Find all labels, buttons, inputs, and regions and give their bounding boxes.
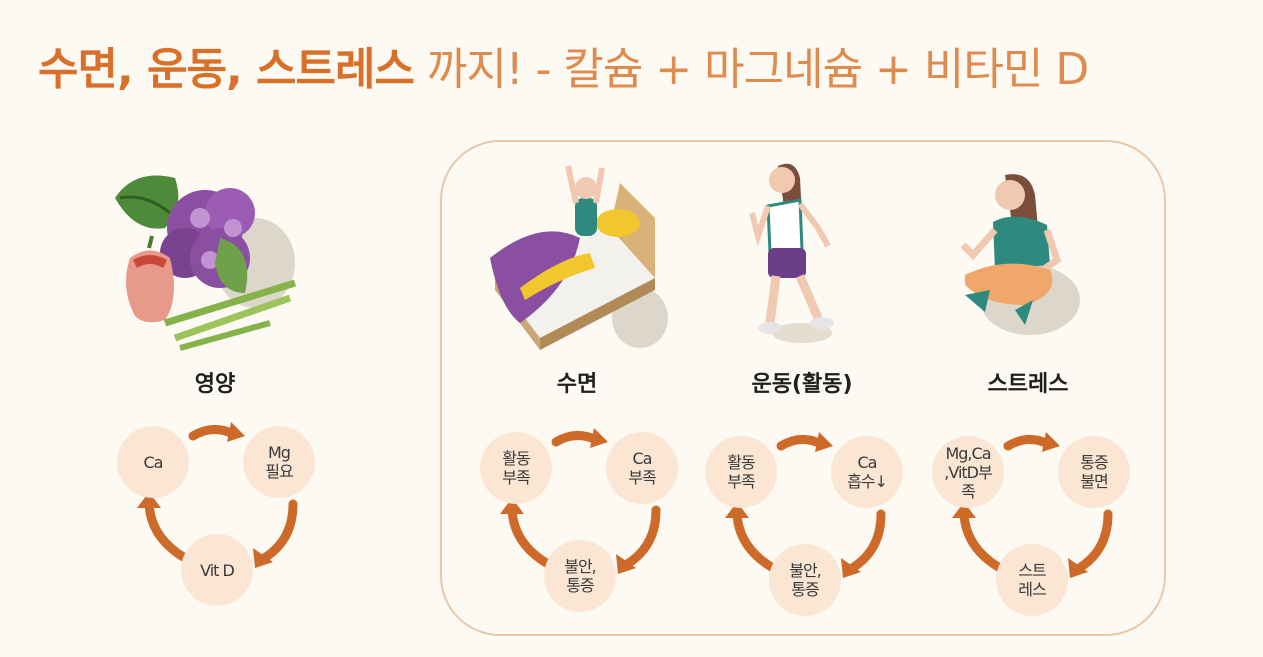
cycle-node: Mg,Ca ,VitD부 족 xyxy=(932,436,1004,508)
cycle-arrows xyxy=(500,428,661,574)
cycle-stress: Mg,Ca ,VitD부 족 통증 불면 스트 레스 xyxy=(930,422,1130,622)
cycle-node: 통증 불면 xyxy=(1058,436,1130,508)
cycle-node: Ca 흡수↓ xyxy=(831,436,903,508)
cycle-nutrition: Ca Mg 필요 Vit D xyxy=(115,412,315,612)
page-title: 수면, 운동, 스트레스 까지! - 칼슘 + 마그네슘 + 비타민 D xyxy=(38,40,1089,100)
cycle-node: Vit D xyxy=(181,534,253,606)
cycle-node: Ca 부족 xyxy=(606,432,678,504)
title-bold: 수면, 운동, 스트레스 xyxy=(38,44,415,95)
title-light: 까지! - 칼슘 + 마그네슘 + 비타민 D xyxy=(426,44,1089,95)
cycle-node: 불안, 통증 xyxy=(544,540,616,612)
cycle-node: 스트 레스 xyxy=(996,544,1068,616)
cycle-arrows xyxy=(137,422,298,568)
cycle-node: 활동 부족 xyxy=(480,432,552,504)
cycle-node: Ca xyxy=(117,426,189,498)
cycle-sleep: 활동 부족 Ca 부족 불안, 통증 xyxy=(478,418,678,618)
sleep-illustration xyxy=(490,165,668,350)
section-label-stress: 스트레스 xyxy=(987,372,1069,397)
meditation-illustration xyxy=(960,174,1080,335)
cycle-exercise: 활동 부족 Ca 흡수↓ 불안, 통증 xyxy=(703,422,903,622)
cycle-node: 불안, 통증 xyxy=(769,544,841,616)
section-label-nutrition: 영양 xyxy=(194,372,236,397)
vegetables-illustration xyxy=(115,175,297,351)
section-label-exercise: 운동(활동) xyxy=(751,372,853,397)
section-label-sleep: 수면 xyxy=(556,372,598,397)
exercise-illustration xyxy=(749,163,834,343)
cycle-node: Mg 필요 xyxy=(243,426,315,498)
lifestyle-panel xyxy=(440,140,1166,636)
cycle-node: 활동 부족 xyxy=(705,436,777,508)
cycle-arrows xyxy=(725,432,886,578)
cycle-arrows xyxy=(952,432,1113,578)
